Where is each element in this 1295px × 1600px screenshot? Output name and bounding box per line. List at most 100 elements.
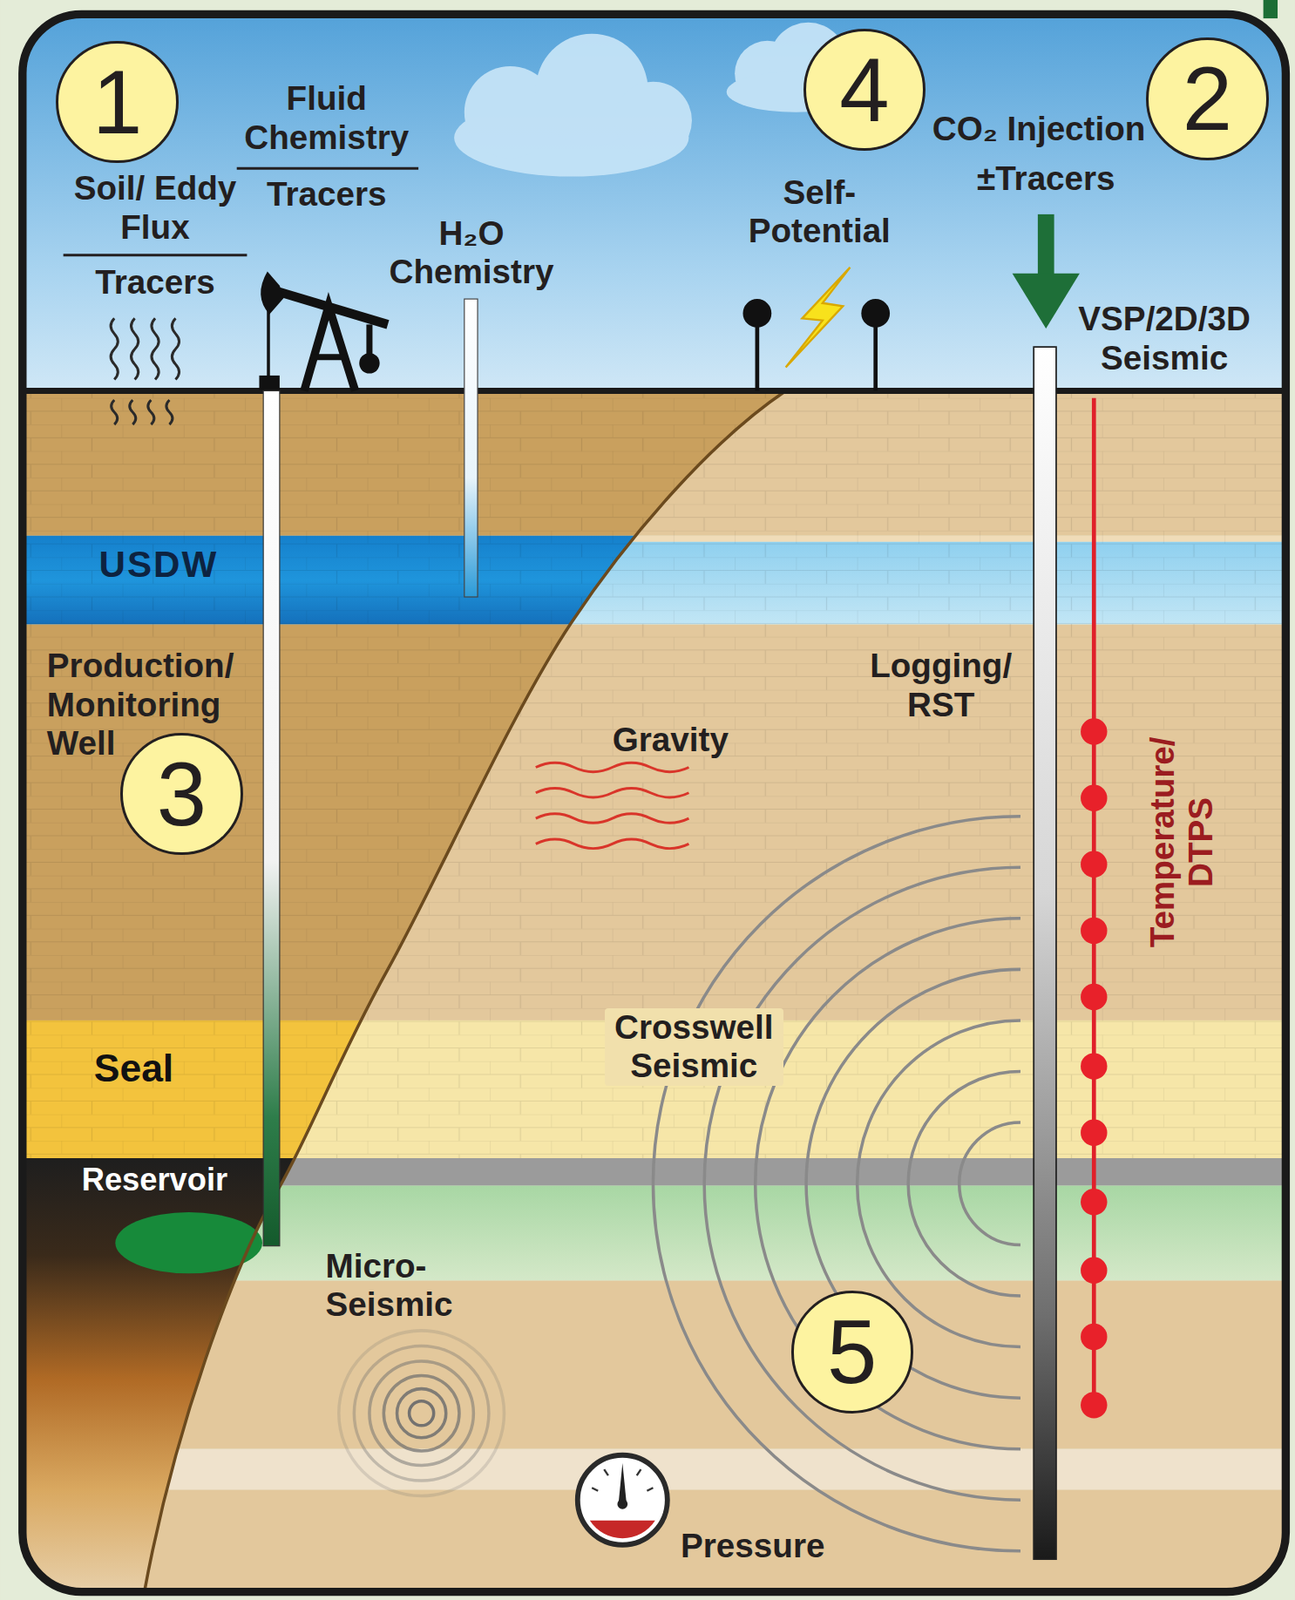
method-label: CO₂ Injection (932, 109, 1146, 149)
pressure-gauge (577, 1455, 668, 1546)
gravity-waves (535, 762, 690, 848)
sensor-dot (1080, 917, 1107, 944)
gauge-red-zone (589, 1520, 656, 1539)
seismic-ring (339, 1330, 505, 1497)
scene (22, 13, 1287, 1592)
method-label: Pressure (680, 1526, 825, 1566)
gravity-wave (535, 762, 690, 773)
flux-wave (129, 400, 136, 425)
method-label: Logging/ RST (854, 646, 1028, 725)
flux-squiggles (110, 318, 179, 425)
flux-wave (131, 318, 139, 380)
cloud-part (614, 81, 692, 160)
sensor-dot (1080, 1052, 1107, 1079)
seismic-arc (908, 1071, 1021, 1296)
gauge-tick (603, 1469, 609, 1476)
method-label: Temperature/ DTPS (1143, 714, 1221, 970)
injection-well (1033, 346, 1057, 1560)
microseismic-rings (339, 1330, 505, 1497)
production-well (263, 390, 280, 1246)
arrow-head (1012, 273, 1080, 329)
seismic-arc (959, 1122, 1021, 1246)
corner-bar (1263, 0, 1278, 19)
gauge-needle (618, 1463, 627, 1505)
method-label: VSP/2D/3D Seismic (1062, 299, 1267, 378)
seismic-ring (397, 1389, 447, 1438)
gravity-wave (535, 813, 690, 824)
seismic-arc (755, 918, 1021, 1450)
gravity-wave (535, 839, 690, 849)
frame (22, 13, 1287, 1592)
method-label: Micro- Seismic (325, 1247, 475, 1325)
callout-number: 2 (1182, 54, 1233, 144)
divider-line (237, 167, 419, 170)
sensor-dot (1080, 851, 1107, 878)
seismic-ring (409, 1401, 434, 1426)
flux-wave (166, 400, 173, 425)
method-label: Tracers (94, 263, 215, 302)
seismic-ring (383, 1375, 460, 1451)
method-label: Tracers (266, 175, 387, 214)
crank (359, 352, 380, 373)
seismic-arc (704, 867, 1021, 1500)
arrow-shaft (1037, 214, 1055, 278)
temperature-sensors (1080, 718, 1107, 1418)
sensor-dot (1080, 1391, 1107, 1418)
gravity-wave (535, 788, 690, 799)
flux-wave (111, 400, 118, 425)
gauge-hub (616, 1498, 628, 1510)
seismic-arc (652, 816, 1021, 1552)
sensor-dot (1080, 1118, 1107, 1146)
method-label: Soil/ Eddy Flux (53, 169, 258, 247)
callout-number: 3 (156, 749, 207, 840)
sky (22, 13, 1287, 391)
seismic-ring (353, 1345, 489, 1481)
divider-line (63, 253, 248, 257)
flux-wave (110, 318, 118, 380)
flux-wave (151, 318, 159, 380)
callout-circle: 5 (791, 1290, 915, 1414)
seismic-ring (369, 1361, 474, 1465)
electrode (861, 298, 890, 328)
callout-circle: 4 (803, 28, 927, 152)
brick-texture (22, 390, 1287, 1159)
sensor-dot (1080, 1257, 1107, 1284)
callout-circle: 1 (55, 40, 179, 164)
seismic-arc (806, 969, 1021, 1398)
method-label: Gravity (612, 720, 729, 760)
method-label: Self- Potential (727, 173, 912, 251)
horsehead (260, 271, 284, 314)
layer-label: Reservoir (81, 1161, 228, 1199)
sensor-dot (1080, 718, 1107, 745)
callout-number: 1 (92, 57, 143, 148)
wellhead (258, 375, 279, 390)
gauge-face (577, 1455, 668, 1546)
cloud (454, 33, 692, 177)
callout-number: 5 (827, 1307, 877, 1397)
ground-line (22, 387, 1287, 394)
sensor-dot (1080, 1188, 1107, 1215)
self-potential-electrodes (742, 267, 890, 392)
sensor-dot (1080, 784, 1107, 811)
lightning-bolt (786, 267, 851, 368)
electrode (742, 298, 772, 328)
pumpjack (258, 271, 388, 391)
method-label: ±Tracers (976, 159, 1116, 198)
callout-circle: 3 (120, 732, 244, 856)
callout-circle: 2 (1145, 37, 1269, 161)
method-label: H₂O Chemistry (366, 214, 577, 292)
crosswell-arcs (652, 816, 1021, 1552)
samson-post (304, 305, 356, 391)
flux-wave (148, 400, 155, 425)
well-label: Production/ Monitoring Well (47, 646, 264, 763)
polished-rod (266, 305, 271, 380)
method-label: Fluid Chemistry (216, 79, 437, 157)
water-well (464, 298, 478, 597)
injection-arrow (1012, 214, 1080, 329)
dtps-fiber (1091, 398, 1097, 1409)
sensor-dot (1080, 1323, 1107, 1350)
flux-wave (171, 318, 179, 380)
callout-number: 4 (839, 45, 889, 136)
